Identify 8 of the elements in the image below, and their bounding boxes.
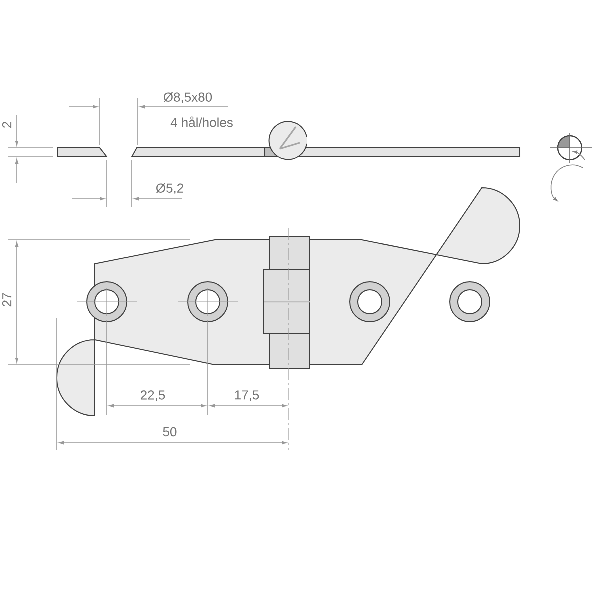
- dimension-label: 50: [163, 427, 177, 437]
- dimension-label: Ø5,2: [156, 184, 184, 194]
- dimension-label: 17,5: [235, 390, 260, 402]
- dimension-label: 22,5: [141, 390, 166, 402]
- dimension-label: 4 hål/holes: [170, 116, 233, 128]
- dimension-label: Ø8,5x80: [164, 92, 212, 104]
- dimension-label: 27: [2, 293, 12, 307]
- dimension-label: 2: [2, 122, 12, 128]
